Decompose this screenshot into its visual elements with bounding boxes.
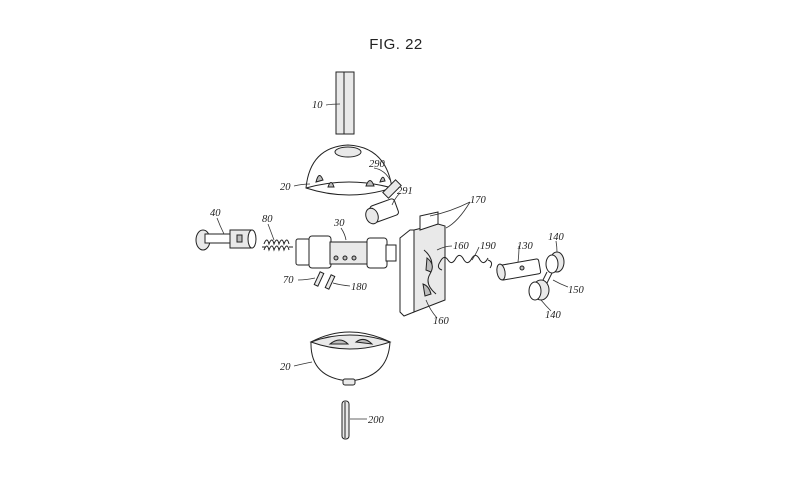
part-291-plug xyxy=(365,198,399,225)
part-200-pin xyxy=(341,400,350,440)
label-291: 291 xyxy=(397,186,413,197)
label-160-top: 160 xyxy=(453,241,470,252)
label-130: 130 xyxy=(517,241,534,252)
figure-title: FIG. 22 xyxy=(369,36,423,53)
label-10: 10 xyxy=(312,100,323,111)
part-130-sleeve xyxy=(496,258,542,281)
part-10-shaft xyxy=(335,71,355,135)
part-40-bolt xyxy=(195,229,257,251)
part-140-cap-lower xyxy=(528,279,550,301)
label-20-bottom: 20 xyxy=(280,362,291,373)
label-140-bottom: 140 xyxy=(545,310,562,321)
part-70-pin xyxy=(313,271,325,287)
part-290-pin xyxy=(382,179,402,199)
label-20-top: 20 xyxy=(280,182,291,193)
label-70: 70 xyxy=(283,275,294,286)
label-40: 40 xyxy=(210,208,221,219)
label-160-bottom: 160 xyxy=(433,316,450,327)
part-140-cap-upper xyxy=(545,251,565,274)
leader-lines xyxy=(216,103,569,420)
label-170: 170 xyxy=(470,195,487,206)
part-180-pin xyxy=(324,274,336,290)
label-190: 190 xyxy=(480,241,497,252)
label-80: 80 xyxy=(262,214,273,225)
label-200: 200 xyxy=(368,415,385,426)
label-150: 150 xyxy=(568,285,585,296)
part-20-lower-shell xyxy=(309,331,392,386)
label-30: 30 xyxy=(333,218,345,229)
label-140-top: 140 xyxy=(548,232,565,243)
reference-labels: 10 20 290 291 40 80 30 70 180 170 160 19… xyxy=(210,100,585,426)
label-290: 290 xyxy=(369,159,386,170)
label-180: 180 xyxy=(351,282,368,293)
part-170-body xyxy=(399,211,446,317)
part-80-spring xyxy=(262,239,293,252)
part-30-spool xyxy=(295,235,397,269)
part-20-upper-shell xyxy=(305,144,393,196)
part-190-spring xyxy=(437,254,493,271)
